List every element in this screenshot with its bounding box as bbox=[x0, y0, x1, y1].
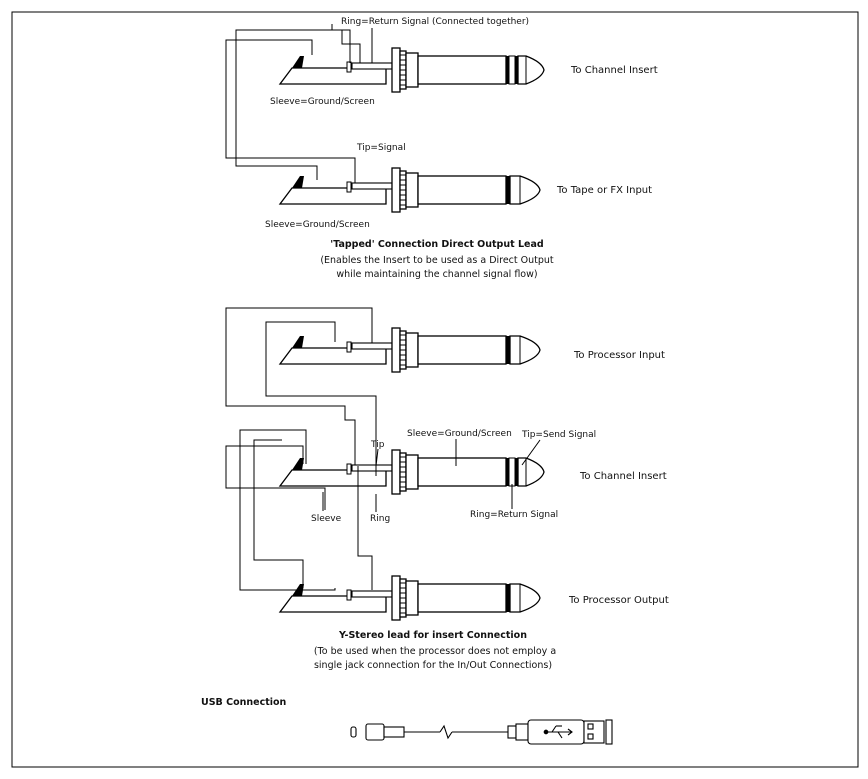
tip-send-label: Tip=Send Signal bbox=[521, 430, 596, 440]
wires-section1 bbox=[225, 24, 373, 183]
section2-title: Y-Stereo lead for insert Connection bbox=[338, 630, 527, 641]
sleeve-ground-label: Sleeve=Ground/Screen bbox=[407, 429, 512, 439]
section2-caption-line2: single jack connection for the In/Out Co… bbox=[314, 660, 552, 671]
section1-title: 'Tapped' Connection Direct Output Lead bbox=[330, 239, 543, 250]
ring-label-2: Ring bbox=[370, 514, 390, 524]
plug-processor-input bbox=[279, 327, 541, 373]
to-channel-insert-label-2: To Channel Insert bbox=[579, 471, 667, 482]
plug-channel-insert-mid bbox=[279, 449, 545, 495]
tip-signal-label: Tip=Signal bbox=[356, 143, 406, 153]
section1-caption-line2: while maintaining the channel signal flo… bbox=[336, 269, 537, 280]
plug-processor-output bbox=[279, 575, 541, 621]
ring-return-label: Ring=Return Signal bbox=[470, 510, 558, 520]
to-processor-output-label: To Processor Output bbox=[568, 595, 669, 606]
plug-channel-insert-top bbox=[279, 47, 545, 93]
wires-section2 bbox=[225, 307, 377, 591]
to-channel-insert-label: To Channel Insert bbox=[570, 65, 658, 76]
sleeve-label: Sleeve bbox=[311, 514, 342, 524]
tip-label: Tip bbox=[370, 440, 385, 450]
sleeve-label-top: Sleeve=Ground/Screen bbox=[270, 97, 375, 107]
page-border bbox=[11, 11, 859, 768]
section2-caption-line1: (To be used when the processor does not … bbox=[314, 646, 556, 657]
section1-caption-line1: (Enables the Insert to be used as a Dire… bbox=[320, 255, 554, 266]
sleeve-label-bottom: Sleeve=Ground/Screen bbox=[265, 220, 370, 230]
to-processor-input-label: To Processor Input bbox=[573, 350, 665, 361]
ring-label: Ring=Return Signal (Connected together) bbox=[341, 17, 529, 27]
plug-tape-fx bbox=[279, 167, 541, 213]
usb-title: USB Connection bbox=[201, 697, 287, 708]
usb-cable-illustration bbox=[350, 719, 613, 745]
to-tape-label: To Tape or FX Input bbox=[556, 185, 652, 196]
